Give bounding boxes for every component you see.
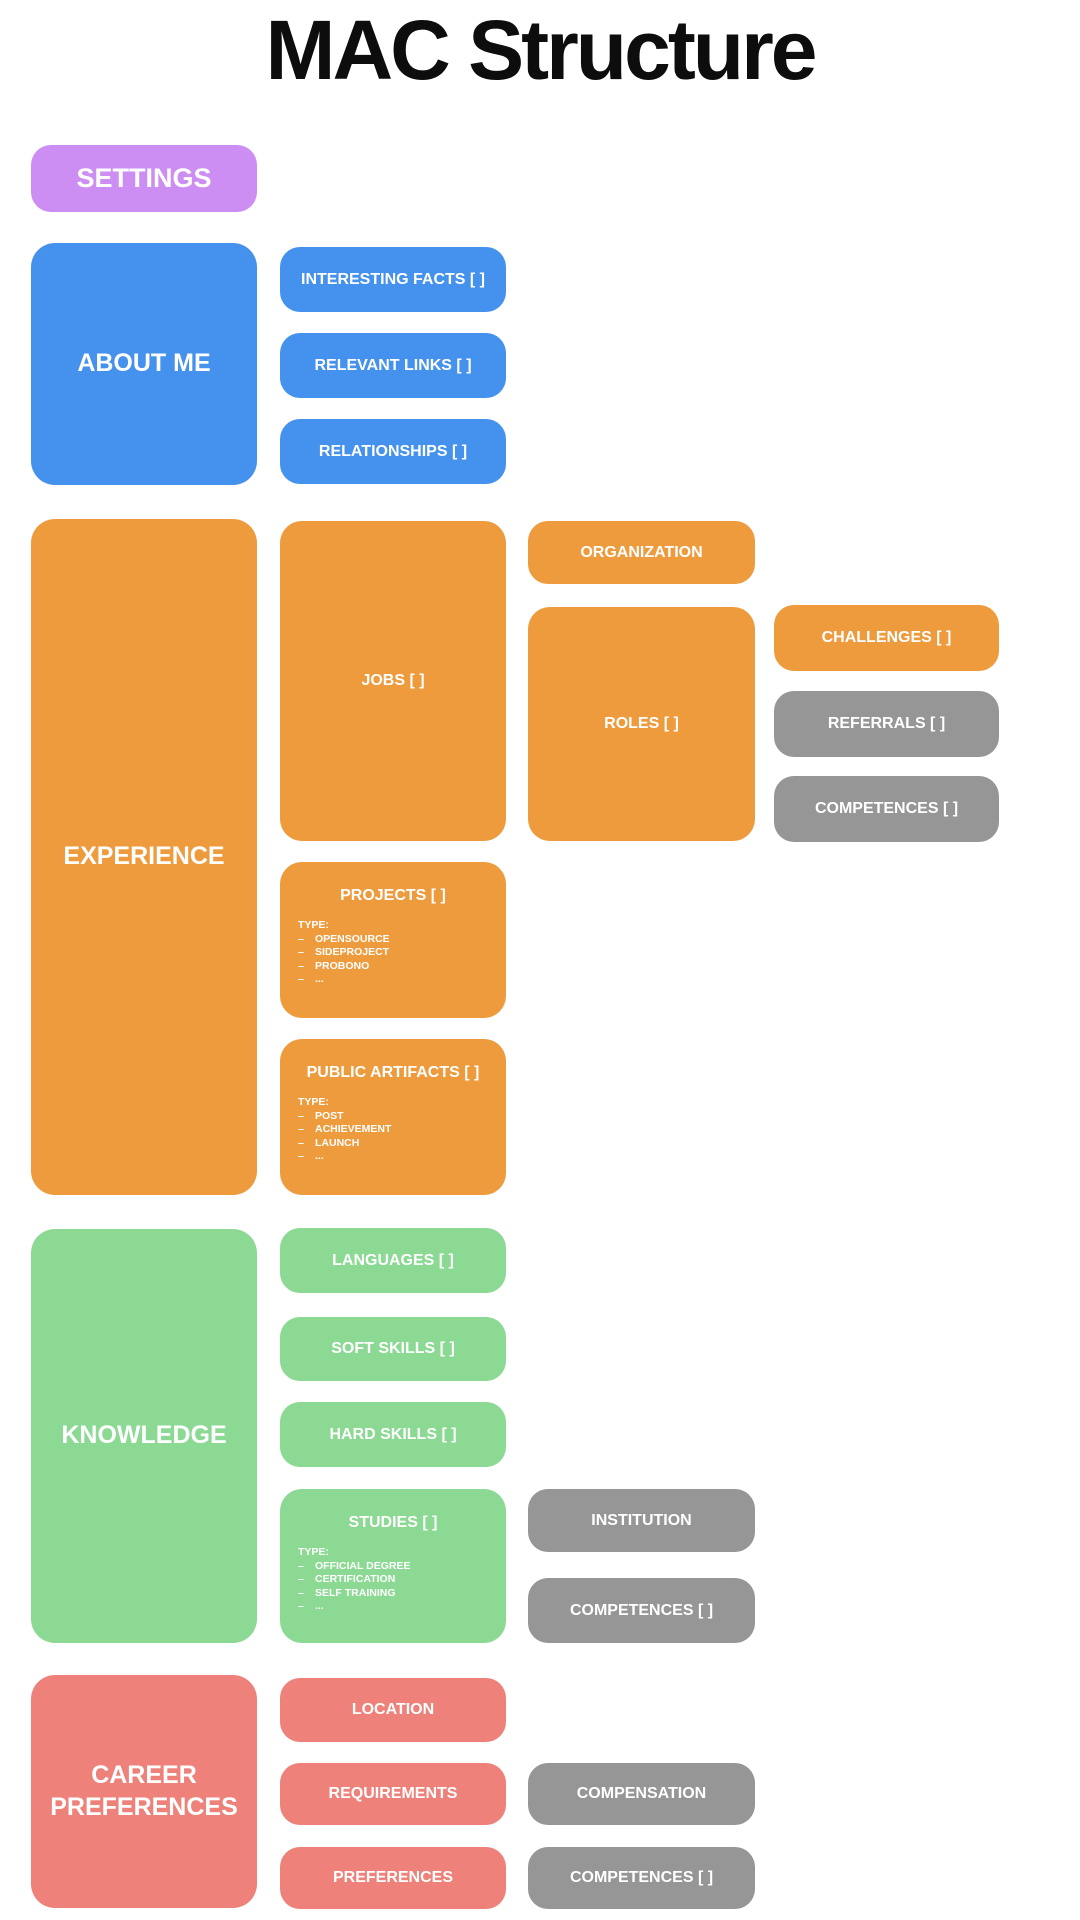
node-location: LOCATION: [280, 1678, 506, 1742]
type-heading: TYPE:: [298, 1546, 329, 1558]
node-label: ORGANIZATION: [580, 543, 703, 561]
node-roles-competences: COMPETENCES [ ]: [774, 776, 999, 842]
node-institution: INSTITUTION: [528, 1489, 755, 1552]
node-label: PROJECTS [ ]: [340, 887, 446, 904]
node-relationships: RELATIONSHIPS [ ]: [280, 419, 506, 484]
node-label: PREFERENCES: [332, 1869, 454, 1886]
node-compensation: COMPENSATION: [528, 1763, 755, 1825]
type-list-item: –...: [298, 973, 324, 985]
type-list-item: –SELF TRAINING: [298, 1586, 396, 1599]
node-label: HARD SKILLS [ ]: [329, 1425, 457, 1443]
node-studies: STUDIES [ ] TYPE: –OFFICIAL DEGREE–CERTI…: [280, 1489, 506, 1643]
node-label: COMPETENCES [ ]: [569, 1601, 714, 1619]
type-list-item: –LAUNCH: [298, 1136, 360, 1149]
type-list: –OFFICIAL DEGREE–CERTIFICATION–SELF TRAI…: [298, 1560, 488, 1614]
type-heading: TYPE:: [298, 1096, 329, 1108]
node-referrals: REFERRALS [ ]: [774, 691, 999, 757]
type-list-item: –...: [298, 1150, 324, 1162]
node-career-preferences: CAREER PREFERENCES: [31, 1675, 257, 1908]
node-label: RELEVANT LINKS [ ]: [314, 356, 472, 374]
node-label: STUDIES [ ]: [348, 1514, 438, 1531]
node-languages: LANGUAGES [ ]: [280, 1228, 506, 1293]
node-career-competences: COMPETENCES [ ]: [528, 1847, 755, 1909]
node-preferences: PREFERENCES: [280, 1847, 506, 1909]
node-label: COMPETENCES [ ]: [569, 1869, 714, 1886]
node-label: KNOWLEDGE: [61, 1421, 227, 1450]
node-projects: PROJECTS [ ] TYPE: –OPENSOURCE–SIDEPROJE…: [280, 862, 506, 1018]
node-knowledge: KNOWLEDGE: [31, 1229, 257, 1643]
node-soft-skills: SOFT SKILLS [ ]: [280, 1317, 506, 1381]
node-hard-skills: HARD SKILLS [ ]: [280, 1402, 506, 1467]
node-label: ABOUT ME: [77, 349, 211, 378]
node-requirements: REQUIREMENTS: [280, 1763, 506, 1825]
type-block: TYPE: –POST–ACHIEVEMENT–LAUNCH–...: [298, 1096, 488, 1164]
node-label: INTERESTING FACTS [ ]: [301, 270, 485, 288]
node-experience: EXPERIENCE: [31, 519, 257, 1195]
type-list-item: –ACHIEVEMENT: [298, 1123, 392, 1135]
node-label: SETTINGS: [76, 163, 212, 193]
type-block: TYPE: –OPENSOURCE–SIDEPROJECT–PROBONO–..…: [298, 919, 488, 987]
type-list-item: –OFFICIAL DEGREE: [298, 1559, 411, 1572]
node-label: RELATIONSHIPS [ ]: [318, 442, 468, 460]
node-label: CHALLENGES [ ]: [821, 629, 952, 646]
node-label: COMPETENCES [ ]: [814, 800, 959, 817]
type-list-item: –CERTIFICATION: [298, 1573, 396, 1585]
node-label: LOCATION: [351, 1701, 435, 1718]
node-label: EXPERIENCE: [63, 842, 225, 871]
node-label: CAREER PREFERENCES: [50, 1761, 238, 1821]
node-label: COMPENSATION: [576, 1785, 707, 1802]
node-label: REFERRALS [ ]: [827, 715, 946, 732]
node-public-artifacts: PUBLIC ARTIFACTS [ ] TYPE: –POST–ACHIEVE…: [280, 1039, 506, 1195]
node-label: SOFT SKILLS [ ]: [331, 1340, 455, 1357]
node-studies-competences: COMPETENCES [ ]: [528, 1578, 755, 1643]
node-label: LANGUAGES [ ]: [332, 1251, 454, 1269]
node-label: PUBLIC ARTIFACTS [ ]: [306, 1064, 480, 1081]
node-jobs: JOBS [ ]: [280, 521, 506, 841]
node-challenges: CHALLENGES [ ]: [774, 605, 999, 671]
node-relevant-links: RELEVANT LINKS [ ]: [280, 333, 506, 398]
node-label: INSTITUTION: [591, 1511, 692, 1529]
node-label: JOBS [ ]: [361, 672, 425, 689]
node-interesting-facts: INTERESTING FACTS [ ]: [280, 247, 506, 312]
node-roles: ROLES [ ]: [528, 607, 755, 841]
node-organization: ORGANIZATION: [528, 521, 755, 584]
type-list-item: –PROBONO: [298, 959, 370, 972]
node-about-me: ABOUT ME: [31, 243, 257, 485]
type-list: –OPENSOURCE–SIDEPROJECT–PROBONO–...: [298, 933, 488, 987]
type-list-item: –POST: [298, 1109, 344, 1122]
type-list-item: –...: [298, 1600, 324, 1612]
page-title: MAC Structure: [265, 3, 817, 97]
type-block: TYPE: –OFFICIAL DEGREE–CERTIFICATION–SEL…: [298, 1546, 488, 1614]
type-list: –POST–ACHIEVEMENT–LAUNCH–...: [298, 1110, 488, 1164]
node-label: REQUIREMENTS: [328, 1785, 458, 1802]
type-list-item: –OPENSOURCE: [298, 932, 390, 945]
node-label: ROLES [ ]: [604, 715, 679, 732]
node-settings: SETTINGS: [31, 145, 257, 212]
type-list-item: –SIDEPROJECT: [298, 946, 390, 958]
type-heading: TYPE:: [298, 919, 329, 931]
